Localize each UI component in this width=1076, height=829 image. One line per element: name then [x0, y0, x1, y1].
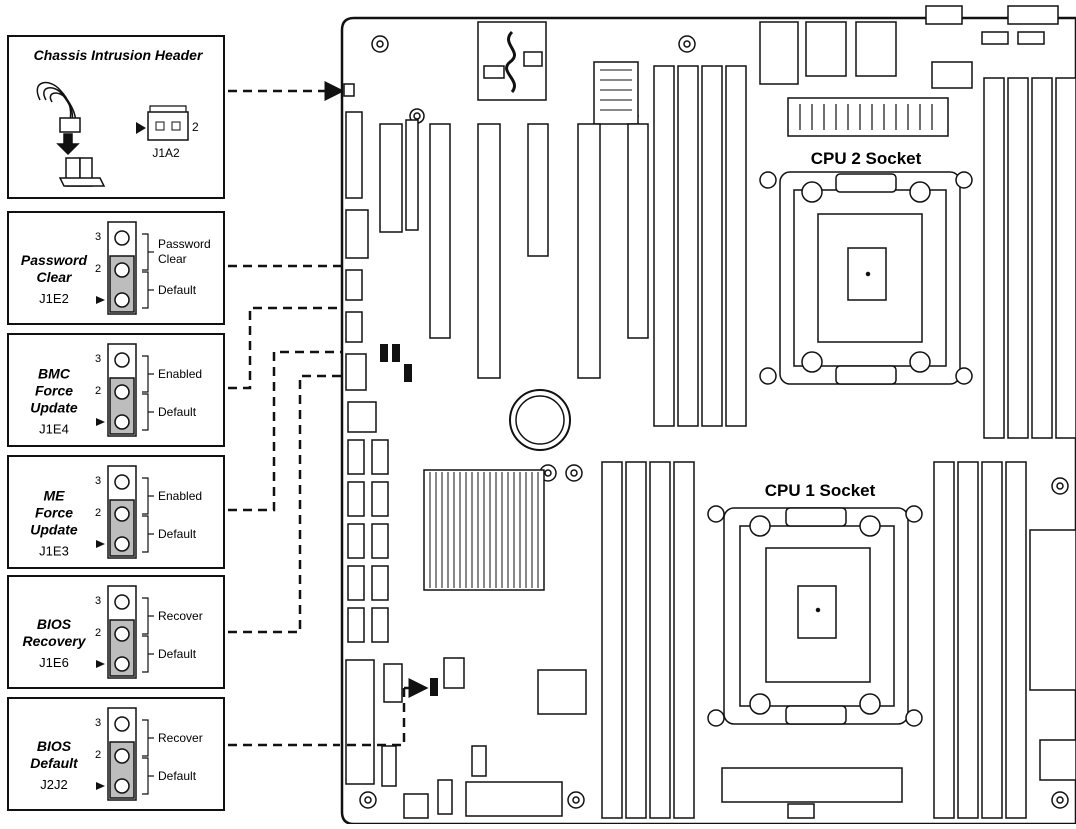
pin-number-2: 2	[95, 749, 101, 761]
pin-number-2: 2	[95, 627, 101, 639]
jumper-bottom-label: Default	[158, 647, 197, 661]
motherboard: CPU 2 Socket CPU 1 Socket	[340, 5, 1076, 826]
dimm-slots-upper-right	[983, 77, 1076, 439]
jumper-name-j1e6: BIOS	[37, 616, 72, 632]
pin-number-2: 2	[95, 385, 101, 397]
pin1-marker-icon	[96, 418, 105, 426]
pin1-marker-icon	[96, 782, 105, 790]
j1a2-header-icon	[136, 105, 189, 141]
pin-number-3: 3	[95, 231, 101, 243]
pin-number-3: 3	[95, 717, 101, 729]
cpu2-socket	[759, 171, 973, 385]
pin-number-3: 3	[95, 353, 101, 365]
jumper-top-label: Recover	[158, 609, 203, 623]
pin1-marker-icon	[96, 540, 105, 548]
j1a2-label: J1A2	[152, 146, 180, 160]
jumper-id-j1e4: J1E4	[39, 422, 69, 437]
jumper-name-j1e2: Clear	[36, 269, 73, 285]
jumper-bottom-label: Default	[158, 769, 197, 783]
vrm-fins	[799, 104, 933, 130]
jumper-bottom-label: Default	[158, 283, 197, 297]
jumper-top-label: Password	[158, 237, 211, 251]
jumper-name-j1e3: Force	[35, 505, 73, 521]
dimm-slots-upper-left	[653, 65, 747, 427]
pin-number-2: 2	[95, 263, 101, 275]
chipset-fins	[429, 472, 539, 588]
jumper-id-j2j2: J2J2	[40, 777, 67, 792]
jumper-name-j1e3: ME	[44, 488, 66, 504]
jumper-bottom-label: Default	[158, 405, 197, 419]
jumper-bottom-label: Default	[158, 527, 197, 541]
jumper-id-j1e3: J1E3	[39, 544, 69, 559]
sata-ports	[347, 439, 389, 643]
jumper-name-j2j2: BIOS	[37, 738, 72, 754]
pin-number-2: 2	[95, 507, 101, 519]
jumper-id-j1e2: J1E2	[39, 291, 69, 306]
cpu1-socket	[707, 505, 923, 727]
jumper-panels: PasswordClearJ1E232PasswordClearDefaultB…	[7, 211, 225, 811]
jumper-top-label: Enabled	[158, 489, 202, 503]
pcie-slots	[379, 119, 649, 379]
jumper-name-j1e6: Recovery	[22, 633, 86, 649]
jumper-name-j1e4: BMC	[38, 366, 71, 382]
chassis-intrusion-panel: Chassis Intrusion Header 2 J1A2	[7, 35, 225, 199]
j1a2-pin-number: 2	[192, 120, 199, 134]
heatsink-fins-top	[600, 69, 632, 111]
jumper-name-j1e3: Update	[30, 522, 78, 538]
cable-connector-icon	[36, 81, 106, 187]
pin-number-3: 3	[95, 595, 101, 607]
jumper-top-label: Enabled	[158, 367, 202, 381]
pin1-marker-icon	[96, 296, 105, 304]
cpu2-socket-label: CPU 2 Socket	[811, 149, 922, 168]
jumper-name-j1e2: Password	[21, 252, 88, 268]
jumper-name-j2j2: Default	[30, 755, 79, 771]
cpu1-socket-label: CPU 1 Socket	[765, 481, 876, 500]
pin-number-3: 3	[95, 475, 101, 487]
chassis-intrusion-title: Chassis Intrusion Header	[34, 47, 204, 63]
dimm-slots-lower-left	[601, 461, 695, 819]
jumper-id-j1e6: J1E6	[39, 655, 69, 670]
jumper-name-j1e4: Force	[35, 383, 73, 399]
jumper-name-j1e4: Update	[30, 400, 78, 416]
jumper-top-label: Clear	[158, 252, 187, 266]
dimm-slots-lower-right	[933, 461, 1027, 819]
jumper-top-label: Recover	[158, 731, 203, 745]
leader-me-force	[228, 350, 370, 512]
pin1-marker-icon	[96, 660, 105, 668]
